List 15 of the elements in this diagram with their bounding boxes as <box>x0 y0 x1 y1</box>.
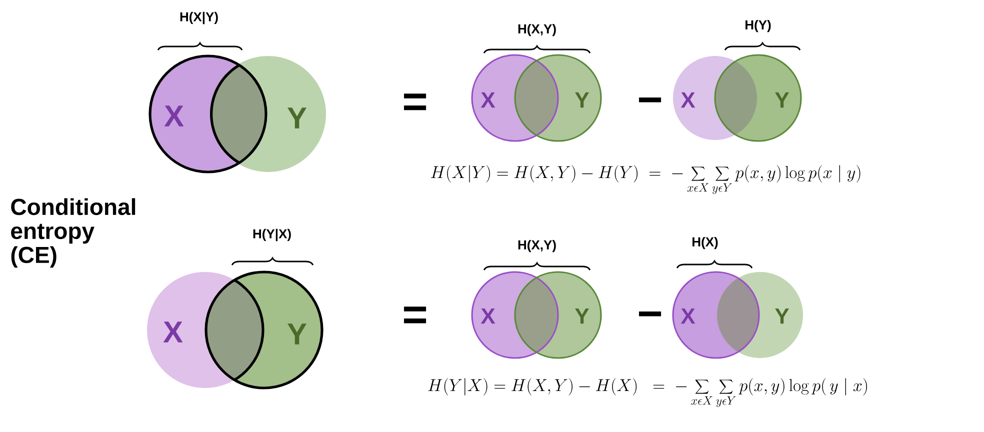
brace-label: H(X) <box>692 236 718 250</box>
brace-label: H(X|Y) <box>180 12 218 24</box>
title: Conditional entropy (CE) <box>11 198 136 268</box>
operator-sign: = <box>404 94 426 110</box>
formula: $\displaystyle H(Y|X) = H(X,Y) - H(X) \;\;=\; -\sum_{x \epsilon X} \sum_{y \epsilon Y} p(x,y) \log p(\, y \mid x)$ <box>428 378 867 408</box>
formula: $\displaystyle H(X|Y) = H(X,Y) - H(Y) \;=\; -\sum_{x \epsilon X} \sum_{y \epsilon Y} p(x,y) \log p(x \mid y)$ <box>431 165 860 194</box>
brace-label: H(Y|X) <box>253 228 291 242</box>
brace-label: H(X,Y) <box>518 24 556 36</box>
operator-sign: = <box>404 306 426 324</box>
operator-sign: − <box>638 98 662 102</box>
node-label: Y <box>288 324 307 344</box>
node-label: Y <box>288 108 307 128</box>
operator-sign: − <box>638 312 662 316</box>
brace-label: H(Y) <box>746 20 771 32</box>
brace-label: H(X,Y) <box>518 240 556 252</box>
